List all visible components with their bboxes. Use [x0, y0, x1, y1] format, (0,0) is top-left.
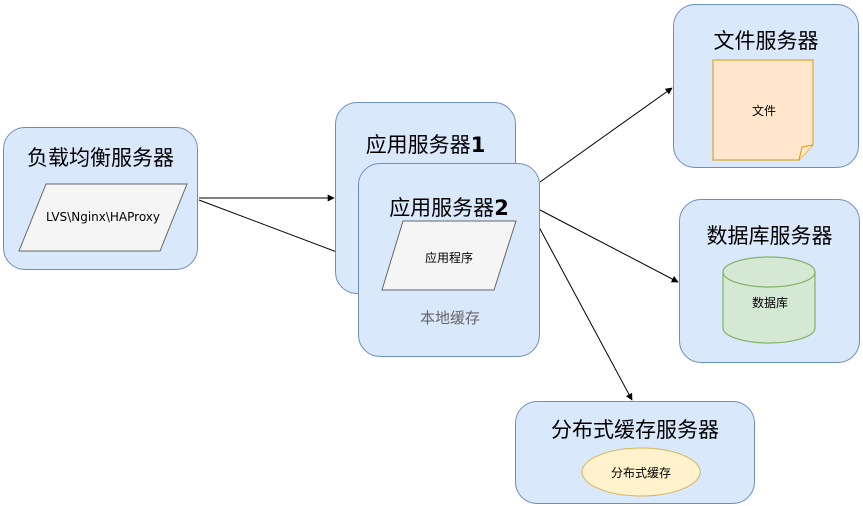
application-program-label: 应用程序: [424, 251, 473, 265]
app-server-2-node[interactable]: 应用服务器2 应用程序 本地缓存: [358, 163, 540, 357]
app-server-1-title: 应用服务器1: [365, 133, 486, 157]
database-label: 数据库: [751, 296, 788, 310]
edge-app2-to-db: [539, 209, 679, 283]
db-server-title: 数据库服务器: [706, 224, 833, 248]
app-server-2-title: 应用服务器2: [389, 196, 509, 220]
load-balancer-software-shape: [18, 183, 188, 252]
dist-cache-server-title: 分布式缓存服务器: [551, 418, 719, 442]
application-program-shape: [381, 220, 517, 291]
local-cache-label: 本地缓存: [419, 309, 480, 327]
dist-cache-server-node[interactable]: 分布式缓存服务器 分布式缓存: [515, 401, 755, 504]
load-balancer-title: 负载均衡服务器: [27, 146, 174, 170]
distributed-cache-ellipse: [581, 447, 701, 497]
distributed-cache-label: 分布式缓存: [610, 466, 671, 480]
document-label: 文件: [751, 104, 776, 118]
document-shape: [712, 59, 814, 161]
db-server-node[interactable]: 数据库服务器 数据库: [679, 199, 860, 363]
file-server-title: 文件服务器: [713, 29, 819, 53]
edge-app2-to-file: [539, 87, 673, 183]
file-server-node[interactable]: 文件服务器 文件: [673, 4, 859, 168]
edge-app2-to-cache: [531, 213, 633, 401]
load-balancer-node[interactable]: 负载均衡服务器 LVS\Nginx\HAProxy: [3, 127, 198, 270]
edge-lb-to-app2: [198, 199, 359, 262]
database-cylinder-shape: [722, 256, 816, 344]
load-balancer-software-label: LVS\Nginx\HAProxy: [45, 210, 161, 224]
